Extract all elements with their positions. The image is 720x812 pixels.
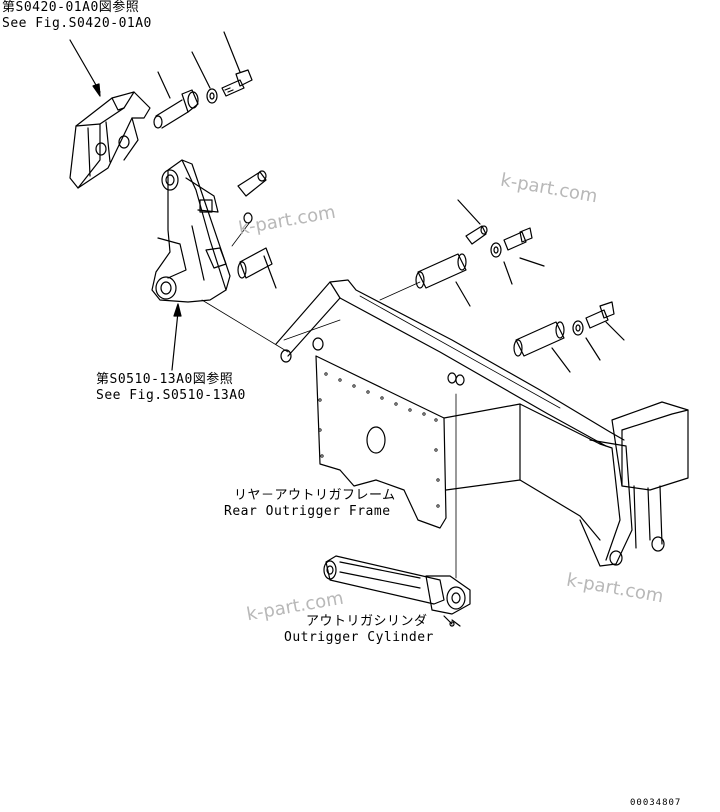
frame-label-jp: リヤ－アウトリガフレーム <box>234 488 396 503</box>
upper-bracket <box>70 92 150 188</box>
outrigger-cylinder <box>324 556 470 626</box>
swing-arm <box>152 160 230 302</box>
top-pin-washer-bolt <box>154 32 252 128</box>
frame-label-en: Rear Outrigger Frame <box>224 504 391 519</box>
cylinder-label-en: Outrigger Cylinder <box>284 630 434 645</box>
mid-figure-reference-jp: 第S0510-13A0図参照 <box>96 372 234 387</box>
assembly-center-lines <box>202 222 456 578</box>
swing-arm-bolt-pin <box>238 171 276 288</box>
figure-number: 00034807 <box>630 798 682 808</box>
top-figure-reference-jp: 第S0420-01A0図参照 <box>2 0 140 15</box>
cylinder-label-jp: アウトリガシリンダ <box>306 614 428 629</box>
rear-outrigger-frame <box>276 280 688 566</box>
leader-arrow-top <box>70 40 100 96</box>
leader-arrow-mid <box>172 304 181 370</box>
top-figure-reference-en: See Fig.S0420-01A0 <box>2 16 152 31</box>
mid-figure-reference-en: See Fig.S0510-13A0 <box>96 388 246 403</box>
frame-pins-bolts <box>416 200 624 372</box>
